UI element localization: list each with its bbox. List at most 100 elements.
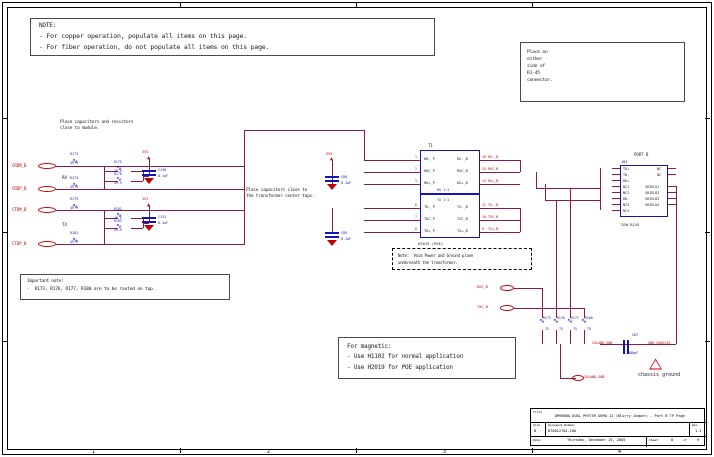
xfmr-pin-tdm-p: TD-_P [424, 205, 435, 209]
xfmr-pinnum-9: 9 [482, 227, 484, 231]
group-label-rx: RX [62, 175, 68, 180]
resistor-val-r182: 49.9 [114, 216, 122, 220]
net-flag-rxc-b [500, 285, 514, 291]
connector-ref: J84 [621, 160, 628, 164]
title-block-size-label: Size [533, 423, 541, 427]
bottom-net-rxc-b: RXC_B [477, 285, 488, 289]
note-line-fiber: - For fiber operation, do not populate a… [39, 43, 270, 51]
sheet-border-inner [7, 7, 707, 450]
rj45-pin-rdm: RD- [623, 197, 630, 201]
plane-void-note-box: Note: Void Power and Ground plane undern… [392, 248, 532, 270]
xfmr-pin-rxm-b: RX-_B [457, 157, 468, 161]
cap-val-c88: 0.1uF [341, 181, 352, 185]
resistor-r181: ∿ [72, 236, 78, 244]
xfmr-pinnum-10: 10 [482, 215, 486, 219]
rj45-connector-block [620, 165, 668, 217]
title-block-docnum-label: Document Number [548, 423, 576, 427]
important-note-line: - R173, R176, R177, R180 are to be route… [27, 287, 156, 292]
vcc-arrow-rx: ▲ [147, 155, 151, 161]
title-block-date-value: Thursday, December 15, 2005 [567, 438, 626, 442]
title-block: Title DM9000A DUAL PHYTER DEMO II (Blurr… [530, 408, 706, 447]
xfmr-ratio-rx: RX 1:1 [437, 188, 450, 192]
zone-col-3: 3 [443, 449, 447, 455]
bottom-net-txc-b: TXC_B [477, 305, 488, 309]
title-block-date-label: Date: [533, 438, 543, 442]
resistor-r172: ∿ [72, 157, 78, 165]
resistor-r176: ∿ [553, 317, 559, 325]
vcc-label-rx: 3V3 [142, 150, 149, 154]
resistor-val-r179: 49.9 [70, 206, 79, 210]
important-note-heading: Important note: [27, 279, 64, 284]
transformer-part-number: H2019 (POE) [418, 241, 444, 246]
xfmr-pinnum-2: 2 [415, 167, 417, 171]
cap-ref-c88: C88 [341, 175, 348, 179]
resistor-ref-r180: R180 [585, 316, 593, 320]
transformer-tx-block [420, 194, 480, 238]
port-label-crdm-b: CRDM_B [12, 163, 27, 168]
cap-ref-c87: C87 [632, 333, 639, 337]
cap-val-c131: 0.1uF [158, 221, 169, 225]
rj45-pin-shield2: SHIELD2 [645, 191, 660, 195]
connector-part-number: CON-RJ45 [621, 222, 640, 227]
cap-ref-c131: C131 [158, 215, 167, 219]
net-label-txc-b: TXC_B [488, 215, 499, 219]
cap-val-c87: 1000pF [626, 351, 639, 355]
transformer-ref: T1 [428, 143, 433, 148]
net-label-rxp-b: RX+_B [488, 179, 499, 183]
center-tap-note: Place capacitors close to the transforme… [246, 188, 315, 199]
port-label-ctdm-b: CTDM_B [12, 207, 27, 212]
xfmr-pinnum-14: 14 [482, 179, 486, 183]
resistor-ref-r174: R174 [70, 176, 79, 180]
net-label-txm-b: TX-_B [488, 203, 499, 207]
vcc-arrow-ct1: ▲ [330, 156, 334, 162]
net-flag-ctdm-b [38, 207, 56, 213]
gnd-symbol-c130 [144, 178, 154, 184]
zone-col-2: 2 [267, 449, 271, 455]
rj45-note-l1: Place on [527, 50, 548, 55]
resistor-ref-r181: R181 [70, 231, 79, 235]
resistor-r182: ∿ [116, 211, 122, 219]
vcc-label-ct1: 3V3 [326, 152, 333, 156]
port-label-ctdp-b: CTDP_B [12, 241, 27, 246]
resistor-val-r181: 49.9 [70, 240, 79, 244]
xfmr-pin-rdp-p: RD+_P [424, 181, 435, 185]
resistor-r175: ∿ [116, 164, 122, 172]
xfmr-pin-rdc-p: RDC_P [424, 169, 435, 173]
xfmr-pin-txc-b: TXC_B [457, 217, 468, 221]
rj45-pin-nc1: NC1 [623, 185, 630, 189]
net-label-rxc-b: RXC_B [488, 167, 499, 171]
resistor-r183: ∿ [116, 222, 122, 230]
resistor-r174: ∿ [72, 181, 78, 189]
xfmr-pinnum-16: 16 [482, 155, 486, 159]
rj45-note-l4: RJ-45 [527, 71, 540, 76]
zone-col-1: 1 [92, 449, 96, 455]
xfmr-pin-tdc-p: TDC_P [424, 217, 435, 221]
resistor-ref-r176: R176 [557, 316, 565, 320]
xfmr-pin-rxc-b: RXC_B [457, 169, 468, 173]
net-label-island-gnd: ISLAND_GND [592, 341, 613, 345]
xfmr-pinnum-6: 6 [415, 203, 417, 207]
xfmr-pinnum-1: 1 [415, 155, 417, 159]
title-block-title-label: Title [533, 410, 543, 414]
rj45-pin-nc3: NC3 [623, 203, 630, 207]
xfmr-pin-txm-b: TX-_B [457, 205, 468, 209]
resistor-ref-r175: R175 [114, 160, 122, 164]
net-flag-island-gnd [572, 375, 584, 381]
rj45-pin-shield3: SHIELD3 [645, 197, 660, 201]
rj45-pin-nc-b: NC [657, 173, 662, 177]
resistor-ref-r177: R177 [571, 316, 579, 320]
xfmr-pinnum-8: 8 [415, 227, 417, 231]
rj45-pin-tdp: TD+ [623, 167, 630, 171]
resistor-val-r183: 49.9 [114, 228, 122, 232]
magnetic-note-heading: For magnetic: [347, 343, 392, 350]
note-heading: NOTE: [39, 22, 57, 29]
resistor-r180: ∿ [581, 317, 587, 325]
rj45-pin-nc2: NC2 [623, 191, 630, 195]
resistor-ref-r183: R183 [114, 219, 122, 223]
resistor-ref-r172: R172 [70, 152, 79, 156]
net-label-gnd-chassis: GND_CHASSIS [648, 341, 671, 345]
resistor-val-r178: 49.9 [114, 181, 122, 185]
